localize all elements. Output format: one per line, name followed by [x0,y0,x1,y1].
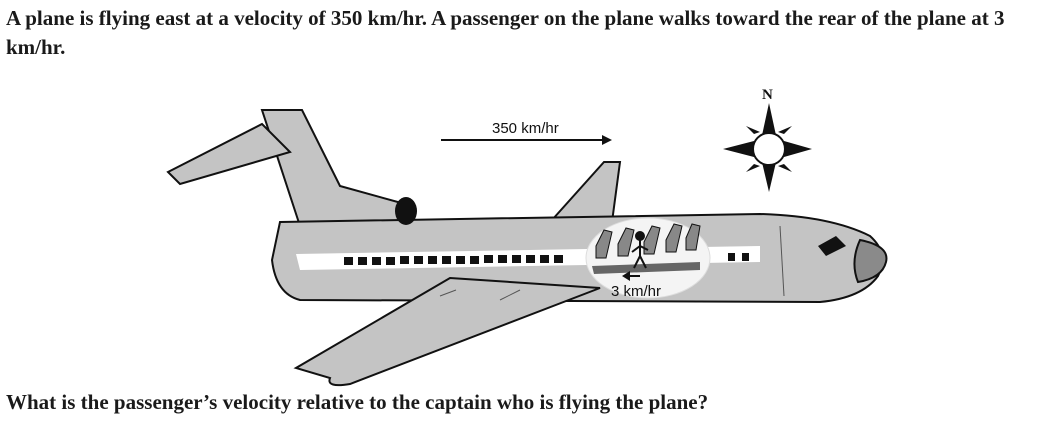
passenger-velocity-label: 3 km/hr [611,283,661,300]
compass-rose [723,103,812,192]
passenger-seats [595,223,701,259]
passenger-velocity-arrow [622,271,640,281]
tail-fin [260,109,412,228]
plane-velocity-label: 350 km/hr [492,120,559,137]
near-wing [293,276,601,387]
tail-engine [395,197,417,225]
nose-cone [853,238,888,284]
plane-velocity-arrow [441,135,612,145]
problem-question: What is the passenger’s velocity relativ… [6,390,709,414]
cabin-windows [344,253,749,265]
panel-lines [439,225,785,301]
cockpit-windows [818,236,846,256]
problem-statement: A plane is flying east at a velocity of … [6,6,1005,59]
compass-north-label: N [762,87,773,103]
horizontal-stabilizer [166,122,292,186]
walking-passenger [631,231,649,269]
far-wing [549,161,622,224]
